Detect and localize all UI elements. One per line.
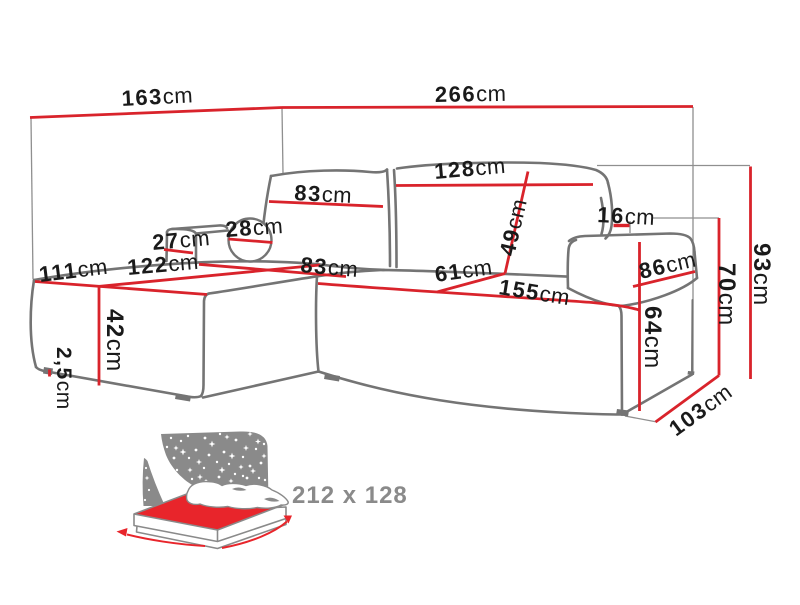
svg-text:27cm: 27cm <box>151 225 211 255</box>
svg-text:16cm: 16cm <box>597 202 656 230</box>
svg-text:61cm: 61cm <box>433 254 494 287</box>
svg-text:93cm: 93cm <box>748 243 775 306</box>
svg-text:266cm: 266cm <box>435 81 507 107</box>
svg-text:163cm: 163cm <box>121 82 194 111</box>
svg-text:83cm: 83cm <box>300 252 360 282</box>
svg-text:122cm: 122cm <box>126 249 199 280</box>
svg-text:2,5cm: 2,5cm <box>52 347 75 410</box>
svg-text:70cm: 70cm <box>713 263 740 326</box>
svg-text:49cm: 49cm <box>495 196 532 258</box>
svg-text:128cm: 128cm <box>433 153 506 184</box>
svg-text:111cm: 111cm <box>38 254 110 287</box>
svg-text:42cm: 42cm <box>101 309 128 372</box>
svg-text:28cm: 28cm <box>225 213 284 242</box>
svg-text:64cm: 64cm <box>639 306 666 369</box>
svg-text:212 x 128: 212 x 128 <box>292 482 408 509</box>
svg-text:83cm: 83cm <box>294 180 353 208</box>
svg-text:155cm: 155cm <box>497 274 572 310</box>
